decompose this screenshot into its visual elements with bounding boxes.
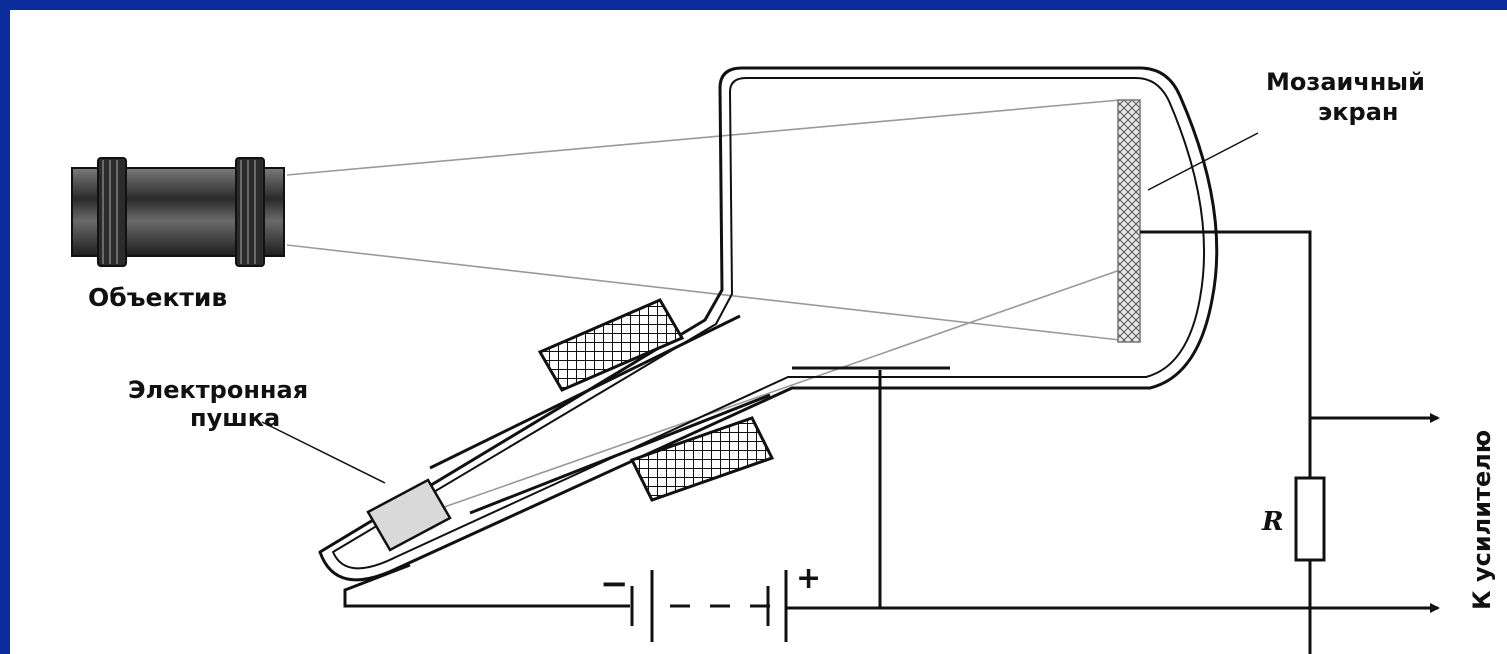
gun-label-line1: Электронная [128, 376, 308, 404]
mosaic-screen [1117, 99, 1141, 343]
screen-label-line2: экран [1318, 98, 1398, 126]
output-label: К усилителю [1468, 430, 1496, 610]
lens-label: Объектив [88, 283, 227, 312]
screen-label-line1: Мозаичный [1266, 68, 1425, 96]
light-rays [286, 99, 1121, 341]
objective-lens-icon [71, 157, 285, 267]
electron-beam [429, 269, 1121, 513]
battery-icon [630, 570, 788, 642]
label-leaders [261, 132, 1259, 484]
battery-plus-label: + [796, 561, 821, 596]
iconoscope-diagram: Объектив Мозаичный экран Электронная пуш… [71, 66, 1496, 654]
deflection-coil-lower [629, 416, 775, 502]
electron-gun [366, 478, 452, 552]
diagram-canvas: Объектив Мозаичный экран Электронная пуш… [10, 10, 1507, 654]
resistor-label: R [1261, 507, 1284, 537]
battery-minus-label: − [600, 564, 629, 604]
gun-label-line2: пушка [190, 404, 280, 432]
deflection-coil-upper [537, 298, 685, 392]
neck-electrodes [429, 314, 950, 515]
circuit-wires [343, 230, 1440, 654]
resistor-icon [1294, 476, 1326, 562]
